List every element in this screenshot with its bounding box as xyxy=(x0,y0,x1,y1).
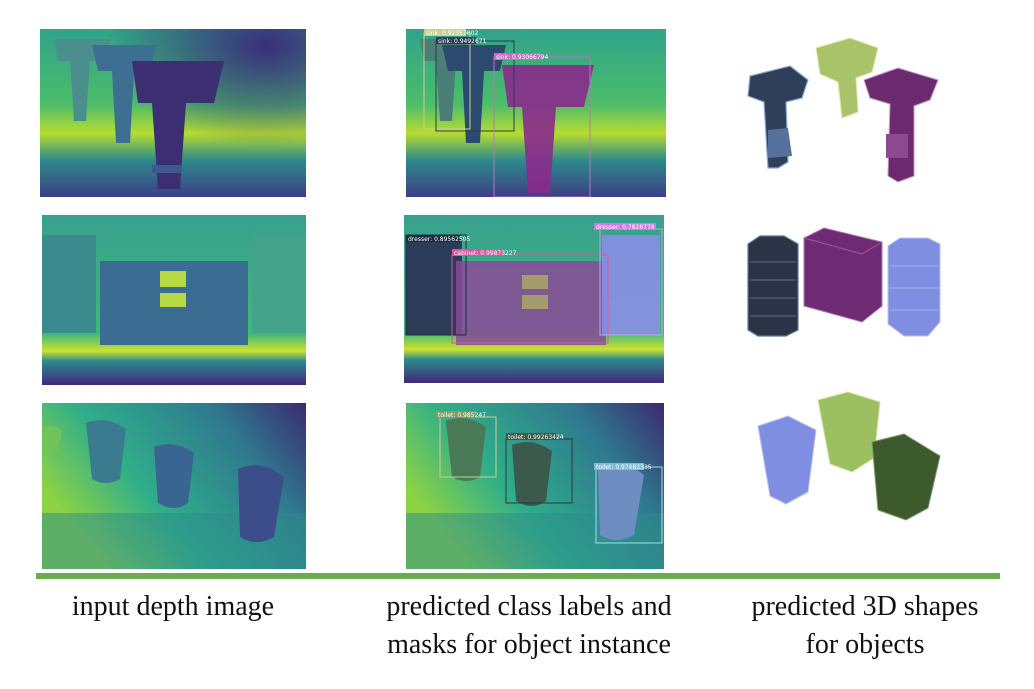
toilet-shape-green xyxy=(817,391,881,473)
detection-label-text: sink: 0.92357802 xyxy=(426,30,478,37)
detection-label-toilet-3: toilet: 0.97682335 xyxy=(594,463,652,471)
dresser-shape-dark xyxy=(747,235,799,337)
detection-label-dresser-1: dresser: 0.89562505 xyxy=(406,235,471,243)
caption-input-depth-text: input depth image xyxy=(71,591,275,622)
detection-label-text: dresser: 0.89562505 xyxy=(408,236,471,243)
prediction-image-sinks: sink: 0.92357802 sink: 0.9492671 sink: 0… xyxy=(406,29,666,197)
prediction-image-dresser-cabinet: dresser: 0.89562505 cabinet: 0.99873227 … xyxy=(404,215,664,383)
detection-label-cabinet: cabinet: 0.99873227 xyxy=(452,249,517,257)
detection-label-text: dresser: 0.7828776 xyxy=(596,224,655,231)
shapes-toilets xyxy=(748,390,948,524)
caption-input-depth: input depth image xyxy=(40,588,306,626)
detection-label-sink-3: sink: 0.93066794 xyxy=(494,53,548,61)
caption-predicted-shapes-line2: for objects xyxy=(805,629,925,660)
section-divider xyxy=(36,573,1000,579)
shapes-dresser-cabinet xyxy=(740,222,970,346)
caption-predicted-labels-line2: masks for object instance xyxy=(387,629,671,660)
caption-predicted-shapes-line1: predicted 3D shapes xyxy=(751,591,979,622)
detection-label-dresser-2: dresser: 0.7828776 xyxy=(594,223,656,231)
shapes-sinks xyxy=(740,34,970,184)
dresser-shape-blue xyxy=(887,237,941,337)
caption-predicted-labels-line1: predicted class labels and xyxy=(386,591,672,622)
caption-predicted-shapes: predicted 3D shapes for objects xyxy=(712,588,1018,664)
toilet-shape-dark-green xyxy=(871,433,941,521)
sink-shape-green xyxy=(815,37,879,119)
detection-label-toilet-1: toilet: 0.985247 xyxy=(436,411,486,419)
cabinet-shape-purple xyxy=(803,227,883,323)
detection-label-sink-1: sink: 0.92357802 xyxy=(424,29,478,37)
prediction-image-toilets: toilet: 0.985247 toilet: 0.99263424 toil… xyxy=(406,403,664,569)
detection-label-text: sink: 0.9492671 xyxy=(438,38,487,45)
depth-image-dresser-cabinet xyxy=(42,215,306,385)
detection-label-sink-2: sink: 0.9492671 xyxy=(436,37,487,45)
toilet-shape-blue xyxy=(757,415,817,505)
depth-image-sinks xyxy=(40,29,306,197)
depth-image-toilets xyxy=(42,403,306,569)
detection-label-text: toilet: 0.99263424 xyxy=(508,434,564,441)
detection-label-text: sink: 0.93066794 xyxy=(496,54,548,61)
sink-shape-purple xyxy=(863,67,939,183)
detection-label-toilet-2: toilet: 0.99263424 xyxy=(506,433,564,441)
detection-label-text: cabinet: 0.99873227 xyxy=(454,250,517,257)
sink-shape-dark-blue xyxy=(747,65,809,169)
caption-predicted-labels: predicted class labels and masks for obj… xyxy=(348,588,710,664)
detection-label-text: toilet: 0.985247 xyxy=(438,412,486,419)
detection-label-text: toilet: 0.97682335 xyxy=(596,464,652,471)
